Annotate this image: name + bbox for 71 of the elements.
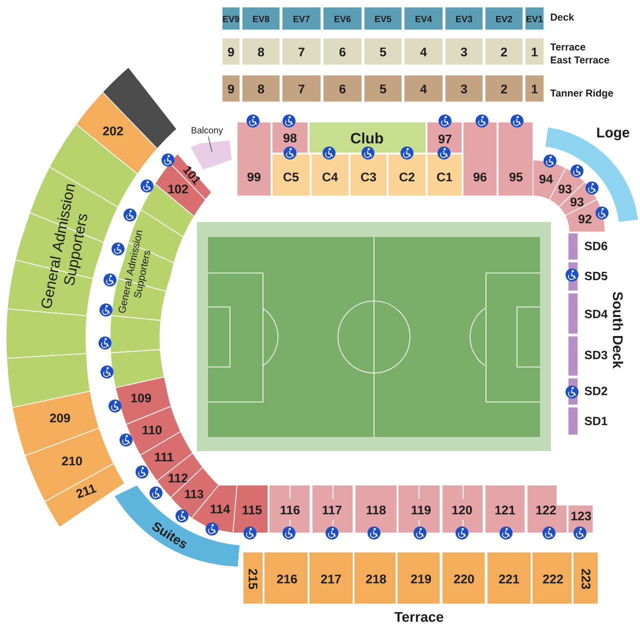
seating-section: 7 xyxy=(282,38,322,66)
seating-section: C5 xyxy=(272,154,310,196)
seating-section: 118 xyxy=(354,484,398,534)
seating-section: EV1 xyxy=(524,6,544,30)
seating-section xyxy=(102,66,178,150)
seating-section: 6 xyxy=(322,74,362,102)
seating-section: 3 xyxy=(444,74,484,102)
node-label: General Admission Supporters xyxy=(42,184,88,308)
seating-section: 220 xyxy=(442,552,486,604)
leader-line xyxy=(208,136,212,152)
seating-section: SD1 xyxy=(568,406,608,436)
seating-section: 1 xyxy=(524,74,544,102)
row-label: Deck xyxy=(550,13,574,21)
seating-section: EV9 xyxy=(222,6,240,30)
seating-section: 4 xyxy=(404,38,444,66)
seating-section: 119 xyxy=(398,484,440,534)
seating-section: EV5 xyxy=(364,6,402,30)
seating-section: 215 xyxy=(242,552,264,604)
node-label: SD3 xyxy=(584,350,608,360)
seating-section: 219 xyxy=(396,552,440,604)
seating-section: 2 xyxy=(484,38,524,66)
seating-section: 218 xyxy=(354,552,396,604)
seating-section: 4 xyxy=(404,74,444,102)
seating-section: 5 xyxy=(364,74,402,102)
row-label: East Terrace xyxy=(550,56,610,64)
seating-section: EV6 xyxy=(322,6,362,30)
seating-section: 2 xyxy=(484,74,524,102)
seating-section: C2 xyxy=(388,154,426,196)
seating-section: 9 xyxy=(222,38,240,66)
seating-section: 1 xyxy=(524,38,544,66)
row-label: Tanner Ridge xyxy=(550,89,614,99)
area-label: Terrace xyxy=(394,612,444,622)
seating-section: SD4 xyxy=(568,292,608,334)
seating-section: C1 xyxy=(426,154,462,196)
seating-section: 121 xyxy=(484,484,526,534)
seating-section: 222 xyxy=(532,552,572,604)
seating-section: 97 xyxy=(426,122,462,154)
node-label: SD4 xyxy=(584,310,608,318)
area-label: South Deck xyxy=(612,292,624,369)
seating-section: 202 xyxy=(75,92,158,175)
seating-section: 6 xyxy=(322,38,362,66)
node-label: SD5 xyxy=(584,272,608,280)
seating-section: 117 xyxy=(312,484,354,534)
seating-section: 116 xyxy=(268,484,310,534)
seating-section: SD6 xyxy=(568,232,608,260)
area-label: Balcony xyxy=(192,126,223,136)
node-label: SD1 xyxy=(584,416,608,426)
seating-section: 217 xyxy=(308,552,354,604)
seating-section: EV3 xyxy=(444,6,484,30)
seating-section: 123 xyxy=(568,504,594,534)
seating-section: 115 xyxy=(232,484,268,534)
seating-section: C3 xyxy=(350,154,388,196)
node-label: SD6 xyxy=(584,242,608,250)
seating-section: 98 xyxy=(272,122,308,154)
seating-section: 120 xyxy=(442,484,484,534)
seating-section: SD3 xyxy=(568,336,608,376)
seating-section: EV4 xyxy=(404,6,444,30)
seating-section: 221 xyxy=(486,552,532,604)
seating-section: 3 xyxy=(444,38,484,66)
node-label: SD2 xyxy=(584,386,608,396)
seating-section: EV7 xyxy=(282,6,322,30)
seating-section: C4 xyxy=(310,154,350,196)
seating-section: 5 xyxy=(364,38,402,66)
seating-section: 95 xyxy=(498,122,534,196)
row-label: Terrace xyxy=(550,44,586,50)
seating-section: Club xyxy=(308,122,426,154)
seating-section: 209 xyxy=(12,390,100,456)
seating-section: 223 xyxy=(572,552,598,604)
seating-section: 9 xyxy=(222,74,240,102)
seating-section: 7 xyxy=(282,74,322,102)
seating-section: EV2 xyxy=(484,6,524,30)
